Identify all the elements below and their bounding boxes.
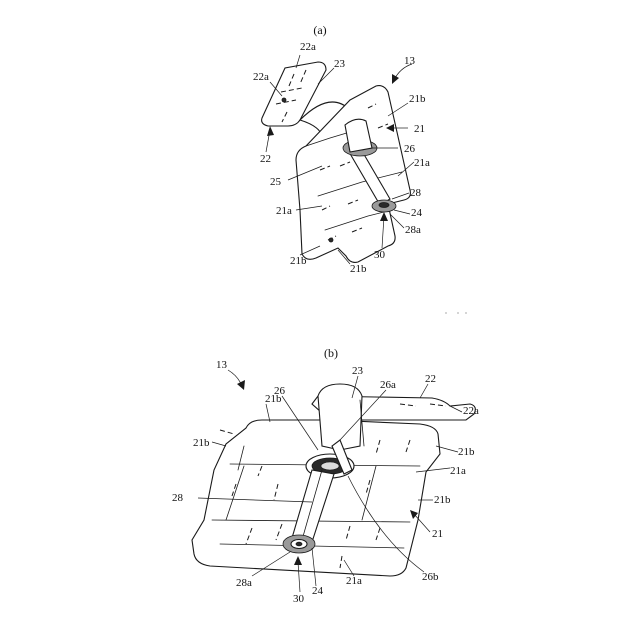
figure-a-caption: (a) — [313, 23, 326, 37]
label-21b: 21b — [458, 446, 475, 458]
label-21a: 21a — [414, 157, 430, 169]
label-13: 13 — [404, 55, 416, 67]
curved-arrow-icon — [392, 74, 399, 84]
scan-artifacts — [445, 312, 467, 314]
label-30: 30 — [293, 593, 305, 605]
label-28a: 28a — [405, 224, 421, 236]
label-22: 22 — [425, 373, 436, 385]
label-21a: 21a — [276, 205, 292, 217]
label-28a: 28a — [236, 577, 252, 589]
label-21a: 21a — [346, 575, 362, 587]
curved-arrow-icon — [237, 380, 245, 390]
label-22a: 22a — [463, 405, 479, 417]
label-22a: 22a — [300, 41, 316, 53]
label-21: 21 — [432, 528, 443, 540]
label-22: 22 — [260, 153, 271, 165]
label-26b: 26b — [422, 571, 439, 583]
label-28: 28 — [410, 187, 422, 199]
figure-b: (b) — [172, 346, 479, 605]
label-24: 24 — [411, 207, 423, 219]
label-13: 13 — [216, 359, 228, 371]
label-30: 30 — [374, 249, 386, 261]
label-21b: 21b — [434, 494, 451, 506]
figure-a: (a) — [253, 23, 430, 275]
label-21b: 21b — [290, 255, 307, 267]
label-23: 23 — [334, 58, 346, 70]
label-21a: 21a — [450, 465, 466, 477]
label-22a: 22a — [253, 71, 269, 83]
label-21b: 21b — [265, 393, 282, 405]
label-28: 28 — [172, 492, 184, 504]
label-23: 23 — [352, 365, 364, 377]
figure-b-caption: (b) — [324, 346, 338, 360]
label-26: 26 — [404, 143, 416, 155]
label-21b: 21b — [193, 437, 210, 449]
label-26a: 26a — [380, 379, 396, 391]
label-24: 24 — [312, 585, 324, 597]
label-21b: 21b — [350, 263, 367, 275]
label-25: 25 — [270, 176, 282, 188]
label-21: 21 — [414, 123, 425, 135]
label-21b: 21b — [409, 93, 426, 105]
